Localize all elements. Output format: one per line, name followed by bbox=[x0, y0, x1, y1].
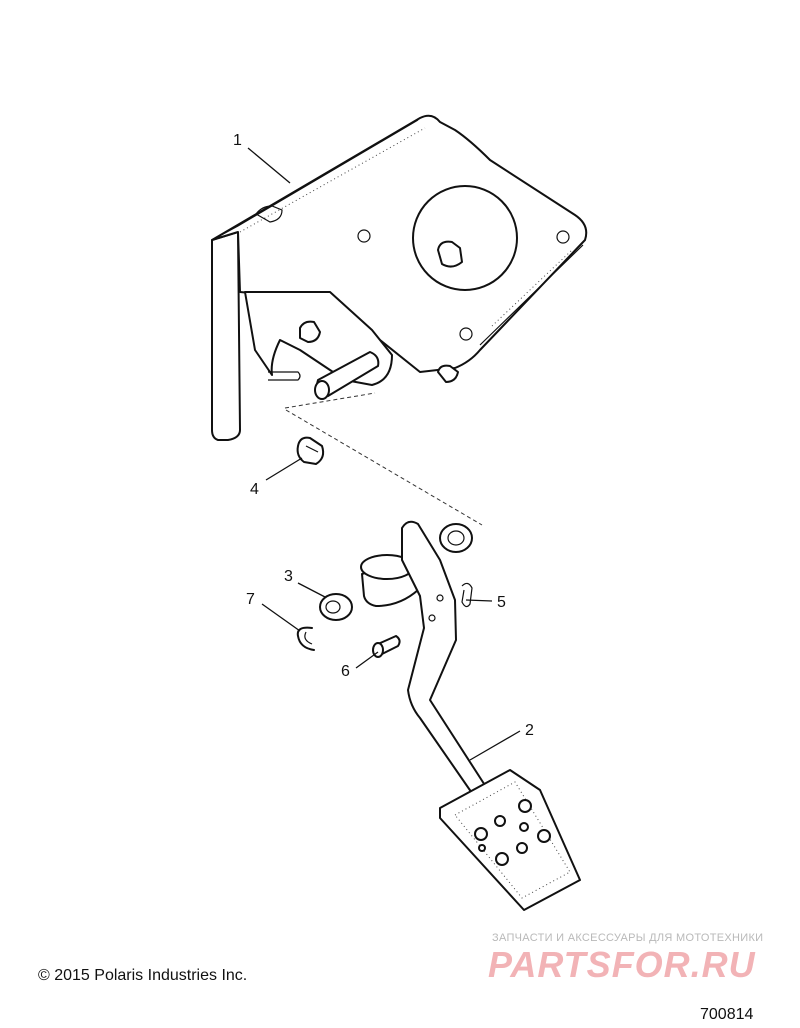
leader-4 bbox=[265, 457, 303, 481]
pin-part-6 bbox=[372, 635, 401, 658]
alignment-line bbox=[284, 392, 483, 526]
leader-2 bbox=[469, 730, 521, 761]
leader-1 bbox=[247, 147, 291, 184]
clip-part-7 bbox=[296, 626, 315, 651]
washer-part-3 bbox=[319, 593, 353, 621]
hairpin-part-5 bbox=[461, 582, 473, 608]
watermark-tagline: ЗАПЧАСТИ И АКСЕССУАРЫ ДЛЯ МОТОТЕХНИКИ bbox=[492, 932, 764, 944]
leader-5 bbox=[465, 599, 493, 602]
bushing-washer bbox=[439, 523, 473, 553]
callout-7: 7 bbox=[246, 591, 255, 608]
copyright-text: © 2015 Polaris Industries Inc. bbox=[38, 967, 248, 984]
drawing-number: 700814 bbox=[700, 1006, 754, 1023]
callout-6: 6 bbox=[341, 663, 350, 680]
nut-part-4 bbox=[296, 436, 325, 465]
watermark-logo: PARTSFOR.RU bbox=[488, 944, 756, 985]
bracket-part-1 bbox=[211, 114, 588, 441]
callout-1: 1 bbox=[233, 132, 242, 149]
leader-6 bbox=[355, 651, 379, 669]
callout-5: 5 bbox=[497, 594, 506, 611]
callout-3: 3 bbox=[284, 568, 293, 585]
leader-3 bbox=[297, 582, 326, 598]
callout-4: 4 bbox=[250, 481, 259, 498]
pedal-part-2 bbox=[360, 520, 581, 911]
leader-7 bbox=[261, 603, 301, 632]
callout-2: 2 bbox=[525, 722, 534, 739]
